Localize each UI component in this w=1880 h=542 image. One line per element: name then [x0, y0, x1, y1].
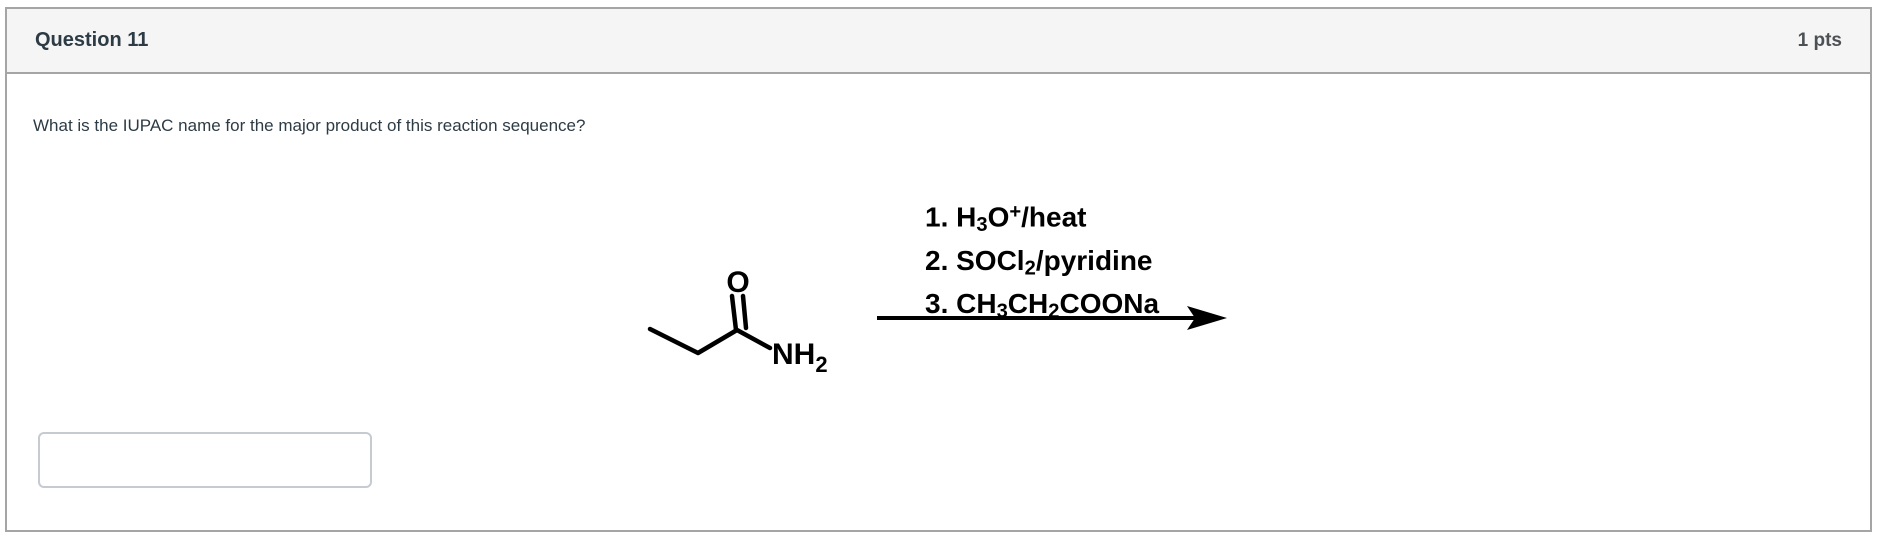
- reaction-arrow-icon: [877, 306, 1227, 330]
- question-prompt: What is the IUPAC name for the major pro…: [33, 116, 586, 135]
- oxygen-label: O: [726, 266, 749, 299]
- question-header: Question 11 1 pts: [7, 9, 1870, 74]
- carbon-chain-bonds: [647, 326, 740, 356]
- reagent-step-3: 3. CH3CH2COONa: [925, 288, 1160, 323]
- reagent-step-2: 2. SOCl2/pyridine: [925, 244, 1153, 280]
- question-card: Question 11 1 pts What is the IUPAC name…: [5, 7, 1872, 532]
- arrow-head: [1187, 306, 1227, 330]
- carbonyl-bond-left: [729, 293, 739, 333]
- reagent-step-1: 1. H3O+/heat: [925, 201, 1087, 236]
- propanamide-structure: O NH2: [647, 266, 828, 377]
- question-body: What is the IUPAC name for the major pro…: [7, 74, 1870, 530]
- question-points: 1 pts: [1797, 29, 1842, 51]
- reagent-list: 1. H3O+/heat 2. SOCl2/pyridine 3. CH3CH2…: [925, 195, 1159, 330]
- amide-label: NH2: [772, 338, 828, 377]
- carbonyl-bond-right: [740, 293, 749, 331]
- amide-nh: NH: [772, 338, 815, 371]
- amide-subscript-2: 2: [815, 352, 827, 377]
- answer-input[interactable]: [38, 432, 372, 488]
- question-title: Question 11: [35, 29, 149, 51]
- carbon-nitrogen-bond: [734, 327, 773, 351]
